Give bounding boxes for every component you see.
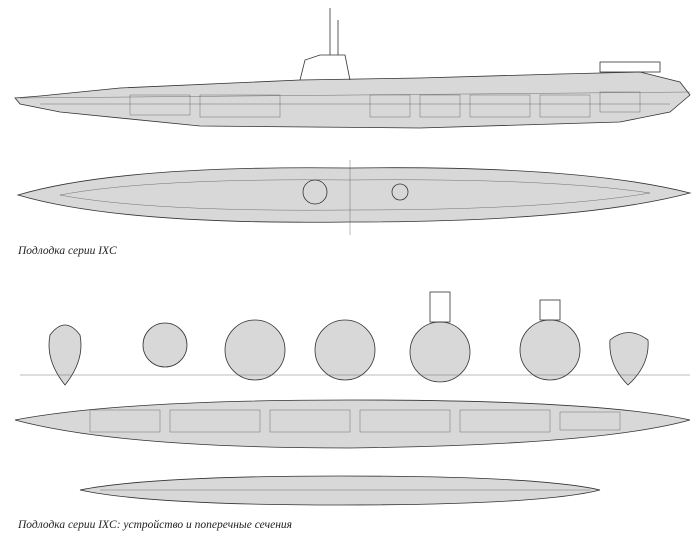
cross-sections [20,291,690,386]
plan-view-drawing [16,160,692,235]
side-profile-drawing [14,8,691,129]
internal-plan-drawing [14,399,691,449]
caption-top: Подлодка серии IXC [18,245,117,257]
caption-bottom: Подлодка серии IXC: устройство и попереч… [18,519,292,531]
deck-plan-drawing [79,475,601,506]
